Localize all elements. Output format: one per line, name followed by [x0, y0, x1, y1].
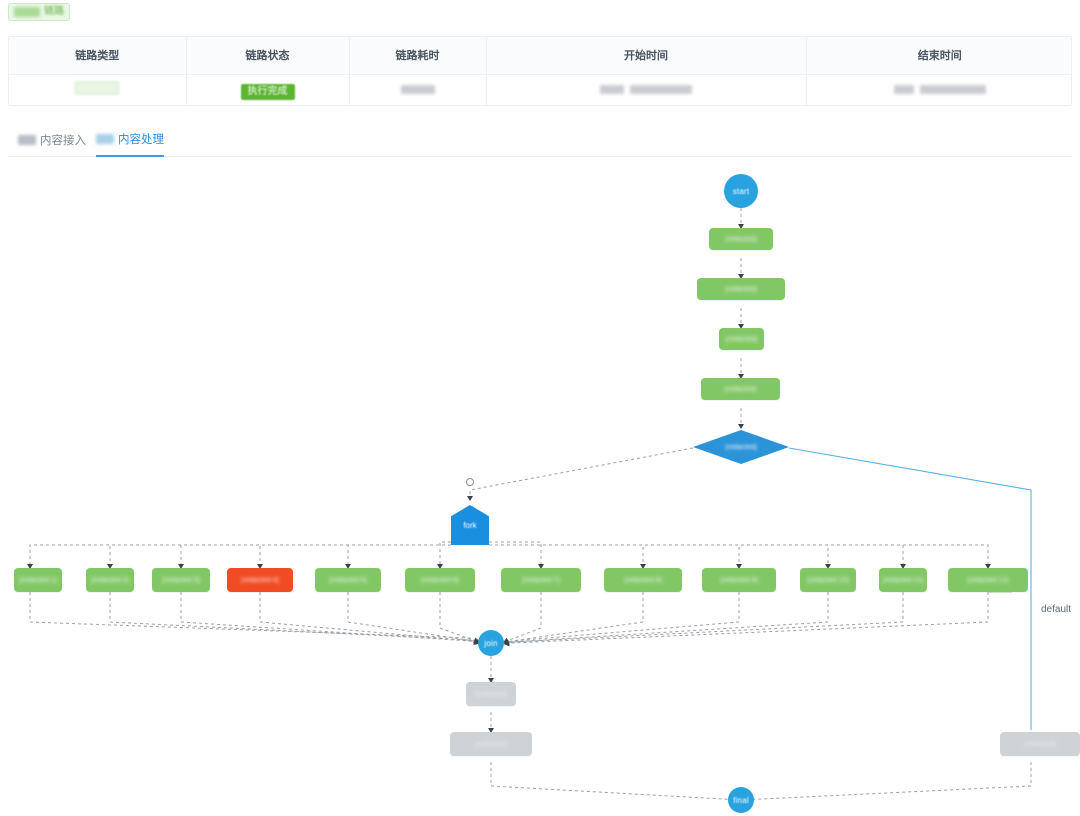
flow-node-parallel-6[interactable]: [redacted-6] [405, 568, 475, 592]
flow-node-step3[interactable]: [redacted] [719, 328, 764, 350]
tab-content-processing-label: 内容处理 [118, 133, 164, 146]
redacted-link-cost-value [400, 85, 435, 95]
link-summary-table: 链路类型 链路状态 链路耗时 开始时间 结束时间 执行完成 [8, 36, 1072, 106]
column-header-link-cost: 链路耗时 [349, 37, 487, 75]
flow-node-start[interactable]: start [724, 174, 758, 208]
cell-link-type [9, 74, 187, 105]
cell-end-time [806, 74, 1071, 105]
flow-node-step4[interactable]: [redacted] [701, 378, 780, 400]
column-header-link-type: 链路类型 [9, 37, 187, 75]
gear-icon [466, 478, 474, 486]
flow-node-parallel-12[interactable]: [redacted-12] [948, 568, 1028, 592]
page-header: 链路 [0, 0, 1080, 24]
flow-node-after-join-2[interactable]: [redacted] [450, 732, 532, 756]
flow-node-parallel-7[interactable]: [redacted-7] [501, 568, 581, 592]
tab-content-processing[interactable]: 内容处理 [96, 128, 164, 157]
cell-link-status: 执行完成 [186, 74, 350, 105]
flow-node-parallel-9[interactable]: [redacted-9] [702, 568, 776, 592]
redacted-end-time-value [893, 85, 986, 95]
flow-node-join[interactable]: join [478, 630, 504, 656]
column-header-link-status: 链路状态 [186, 37, 350, 75]
flow-node-parallel-2[interactable]: [redacted-2] [86, 568, 134, 592]
tab-bar: 内容接入 内容处理 [8, 128, 1072, 157]
flow-node-after-join-1[interactable]: [redacted] [466, 682, 516, 706]
redacted-link-type-value [75, 80, 120, 95]
flow-node-step1[interactable]: [redacted] [709, 228, 773, 250]
cell-start-time [486, 74, 807, 105]
flow-node-step2[interactable]: [redacted] [697, 278, 785, 300]
redacted-tag-prefix [14, 7, 40, 17]
flow-node-parallel-3[interactable]: [redacted-3] [152, 568, 210, 592]
flow-node-parallel-11[interactable]: [redacted-11] [879, 568, 927, 592]
cell-link-cost [349, 74, 487, 105]
column-header-end-time: 结束时间 [806, 37, 1071, 75]
flow-node-parallel-5[interactable]: [redacted-5] [315, 568, 381, 592]
flow-canvas[interactable]: start [redacted] [redacted] [redacted] [… [0, 160, 1080, 816]
link-tag[interactable]: 链路 [8, 3, 70, 21]
flow-node-parallel-1[interactable]: [redacted-1] [14, 568, 62, 592]
edge-label-default: default [1041, 604, 1072, 615]
flow-edges [27, 208, 1032, 803]
link-tag-label: 链路 [44, 6, 64, 17]
table-row: 执行完成 [9, 74, 1071, 105]
table-header-row: 链路类型 链路状态 链路耗时 开始时间 结束时间 [9, 37, 1071, 75]
tab-content-access-label: 内容接入 [40, 134, 86, 147]
tab-content-access[interactable]: 内容接入 [18, 128, 86, 157]
flow-node-final[interactable]: final [728, 787, 754, 813]
flow-node-parallel-4-error[interactable]: [redacted-4] [227, 568, 293, 592]
redacted-start-time-value [600, 85, 692, 95]
redacted-tab-prefix-icon [18, 134, 36, 145]
flow-node-parallel-10[interactable]: [redacted-10] [800, 568, 856, 592]
flow-node-default-branch[interactable]: [redacted] [1000, 732, 1080, 756]
status-badge: 执行完成 [240, 83, 295, 100]
redacted-tab-prefix-icon [96, 133, 114, 144]
column-header-start-time: 开始时间 [486, 37, 807, 75]
flow-node-parallel-8[interactable]: [redacted-8] [604, 568, 682, 592]
